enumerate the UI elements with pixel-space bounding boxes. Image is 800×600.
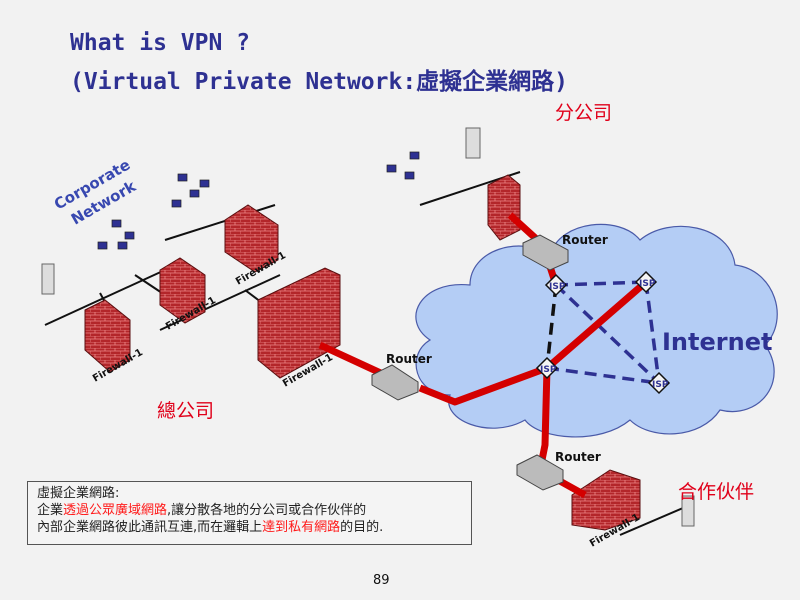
routers	[371, 234, 569, 491]
isp-label: ISP	[639, 279, 656, 289]
isp-nodes	[535, 270, 671, 395]
description-heading: 虛擬企業網路:	[37, 486, 120, 501]
router-label: Router	[555, 450, 601, 464]
internet-label: Internet	[662, 328, 772, 356]
slide-title: What is VPN ?	[70, 30, 251, 56]
server-icons	[41, 127, 695, 527]
isp-label: ISP	[549, 282, 566, 292]
partner-label: 合作伙伴	[678, 481, 755, 503]
text: ,讓分散各地的分公司或合作伙伴的	[167, 503, 367, 518]
isp-label: ISP	[652, 380, 669, 390]
highlight-text: 達到私有網路	[262, 520, 341, 535]
highlight-text: 透過公眾廣域網路	[63, 503, 168, 518]
description-line: 內部企業網路彼此通訊互連,而在邏輯上達到私有網路的目的.	[37, 519, 471, 536]
isp-links	[545, 280, 661, 385]
router-label: Router	[386, 352, 432, 366]
headquarters-label: 總公司	[157, 400, 215, 422]
workstation-icons	[97, 151, 420, 250]
text: 的目的.	[340, 520, 384, 535]
description-box: 虛擬企業網路: 企業透過公眾廣域網路,讓分散各地的分公司或合作伙伴的 內部企業網…	[27, 481, 472, 545]
text: 企業	[37, 503, 64, 518]
firewalls	[84, 174, 641, 531]
page-number: 89	[373, 573, 390, 588]
router-label: Router	[562, 233, 608, 247]
description-line: 企業透過公眾廣域網路,讓分散各地的分公司或合作伙伴的	[37, 502, 471, 519]
text: 內部企業網路彼此通訊互連,而在邏輯上	[37, 520, 263, 535]
branch-office-label: 分公司	[555, 102, 613, 124]
slide-subtitle: (Virtual Private Network:虛擬企業網路)	[70, 69, 569, 95]
isp-label: ISP	[540, 365, 557, 375]
